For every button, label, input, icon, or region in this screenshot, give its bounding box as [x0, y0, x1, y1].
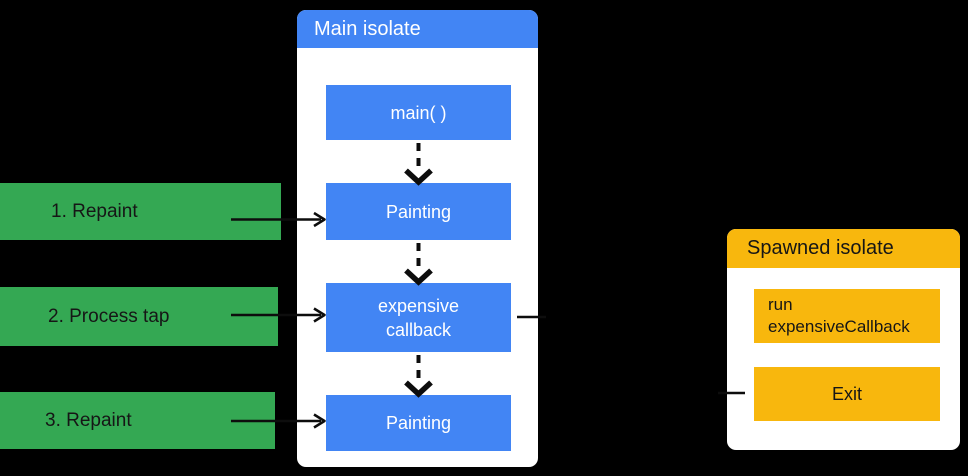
- flow-box-painting-2: Painting: [326, 395, 511, 451]
- spawned-isolate-title: Spawned isolate: [727, 229, 960, 268]
- flow-box-expensive-callback: expensive callback: [326, 283, 511, 352]
- event-label-repaint-1: 1. Repaint: [0, 183, 281, 240]
- spawned-isolate-panel: Spawned isolate run expensiveCallback Ex…: [727, 229, 960, 450]
- flow-box-painting-1: Painting: [326, 183, 511, 240]
- event-label-repaint-2: 3. Repaint: [0, 392, 275, 449]
- main-isolate-title: Main isolate: [297, 10, 538, 48]
- flow-box-exit: Exit: [754, 367, 940, 421]
- flow-box-run-expensive-callback: run expensiveCallback: [754, 289, 940, 343]
- event-label-process-tap: 2. Process tap: [0, 287, 278, 346]
- main-isolate-panel: Main isolate main( ) Painting expensive …: [297, 10, 538, 467]
- flow-box-main: main( ): [326, 85, 511, 140]
